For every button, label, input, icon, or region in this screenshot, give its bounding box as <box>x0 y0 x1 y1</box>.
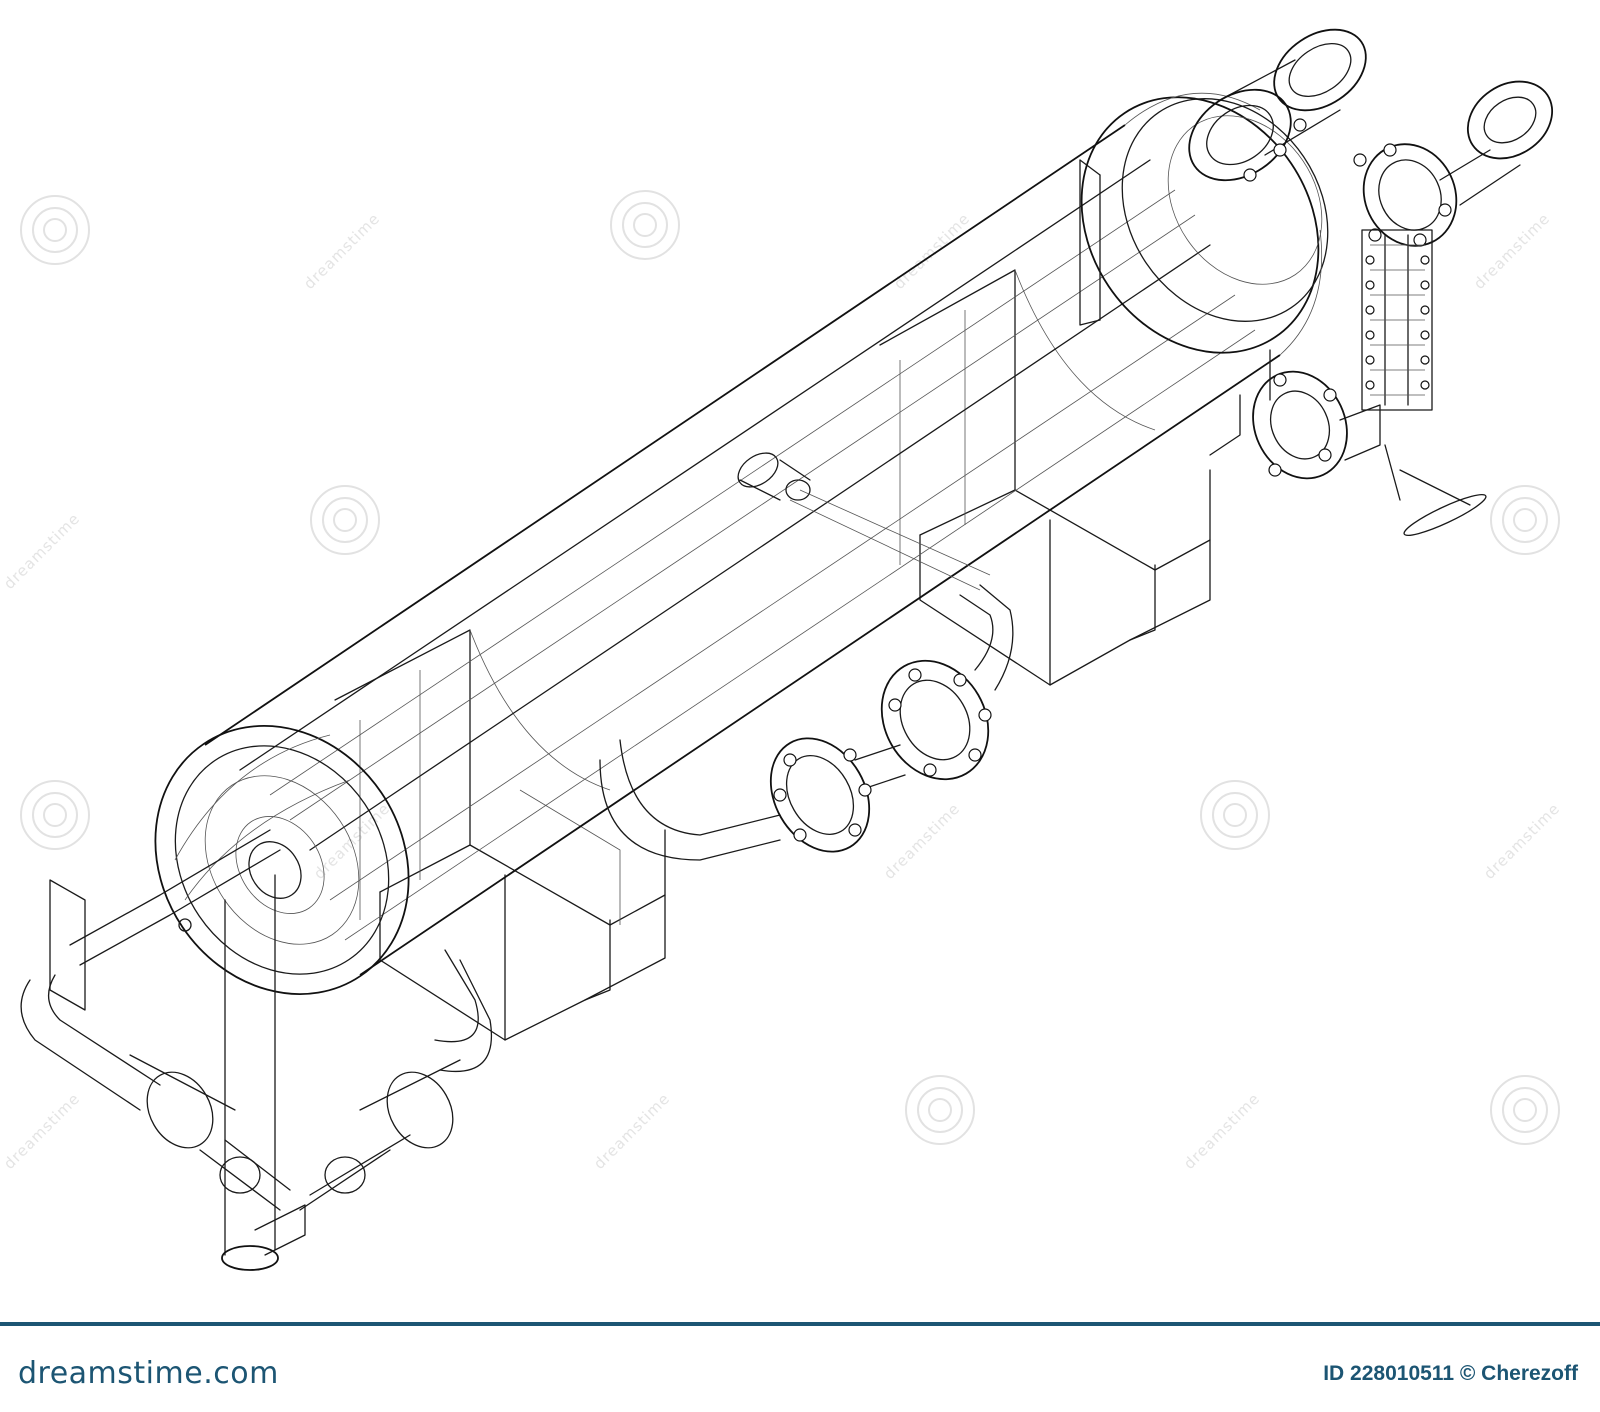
watermark-label: dreamstime <box>1470 209 1554 293</box>
brand-logo[interactable]: dreamstime.com <box>18 1356 279 1391</box>
saddle-support-left <box>334 629 666 1041</box>
vessel-body <box>204 124 1281 976</box>
watermark-label: dreamstime <box>890 209 974 293</box>
vessel-head-right <box>1079 92 1329 356</box>
watermark-rosette <box>1490 1075 1560 1145</box>
watermark-rosette <box>1490 485 1560 555</box>
watermark-label: dreamstime <box>590 1089 674 1173</box>
bottom-piping-manifold <box>20 829 492 1271</box>
wireframe-illustration: dreamstime dreamstime dreamstime dreamst… <box>0 28 1564 1271</box>
footer-bar: dreamstime.com ID 228010511 © Cherezoff <box>0 1322 1600 1412</box>
watermark-rosette <box>905 1075 975 1145</box>
watermark-label: dreamstime <box>300 209 384 293</box>
middle-flanged-pipe <box>599 584 1014 861</box>
watermark-rosette <box>310 485 380 555</box>
watermark-rosette <box>20 780 90 850</box>
watermark-label: dreamstime <box>0 1089 84 1173</box>
level-gauge-assembly <box>1209 80 1554 537</box>
watermark-rosette <box>1200 780 1270 850</box>
watermark-label: dreamstime <box>1480 799 1564 883</box>
watermark-label: dreamstime <box>1180 1089 1264 1173</box>
watermark-pattern <box>20 190 1560 1145</box>
vessel-head-left <box>154 725 410 995</box>
watermark-label: dreamstime <box>880 799 964 883</box>
image-id-credit: ID 228010511 © Cherezoff <box>1323 1362 1578 1385</box>
top-nozzle <box>1188 28 1367 182</box>
watermark-label: dreamstime <box>0 509 84 593</box>
watermark-rosette <box>610 190 680 260</box>
branch-nozzle-top <box>737 452 991 591</box>
technical-drawing: dreamstime dreamstime dreamstime dreamst… <box>0 28 1564 1271</box>
watermark-rosette <box>20 195 90 265</box>
saddle-support-right <box>879 269 1211 686</box>
